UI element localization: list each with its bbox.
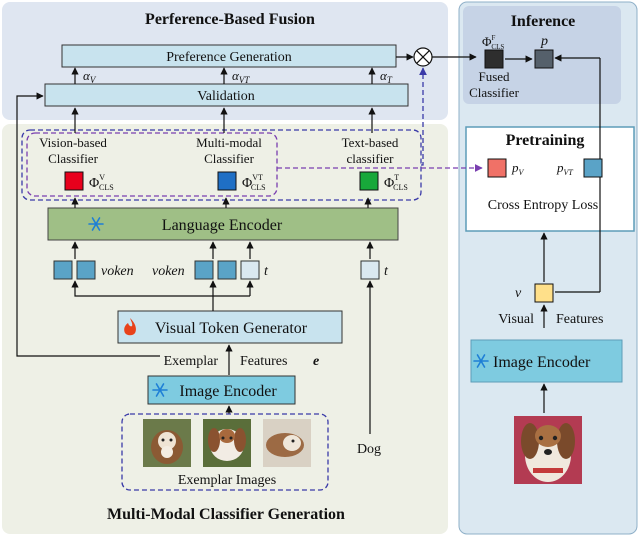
pretraining-box [465,126,635,232]
language-encoder-box [47,207,399,241]
left-image-encoder-box [147,375,296,405]
snowflake-icon [88,217,104,231]
p-vt-square [583,158,603,178]
voken-square-2a [194,260,214,280]
vision-classifier-square [64,171,84,191]
e-label: e [313,354,319,369]
text-classifier-label-1: Text-based [342,135,399,150]
alpha-vt-label: αVT [232,68,250,85]
t-label-2: t [384,264,389,279]
t-square-2 [360,260,380,280]
snowflake-icon [473,354,489,368]
text-classifier-square [359,171,379,191]
fusion-title: Perference-Based Fusion [145,11,315,28]
left-image-encoder-label: Image Encoder [179,383,277,400]
voken-label-2: voken [152,264,185,279]
text-classifier-label-2: classifier [347,151,395,166]
snowflake-icon [152,383,168,397]
inference-title: Inference [511,13,576,30]
p-vt-label: pVT [556,160,573,177]
vtg-to-voken1-arrow [71,280,213,297]
visual-token-generator-label: Visual Token Generator [155,320,308,337]
voken-label-1: voken [101,264,134,279]
multimodal-classifier-label-2: Classifier [204,151,254,166]
preference-generation-label: Preference Generation [166,50,292,65]
preference-generation-box [61,44,397,68]
vision-multimodal-group [26,132,278,197]
dog-label: Dog [357,442,381,457]
validation-box [44,83,409,107]
v-label: v [515,286,522,301]
validation-label: Validation [197,89,255,104]
exemplar-images-group [121,413,329,491]
exemplar-image-1 [143,419,191,467]
v-square [534,283,554,303]
exemplar-images-label: Exemplar Images [178,473,276,488]
voken-square-2b [217,260,237,280]
exemplar-image-2 [203,419,251,467]
generation-title: Multi-Modal Classifier Generation [107,506,345,523]
classifiers-group [21,129,422,201]
p-v-square [487,158,507,178]
pretraining-dog-image [514,416,582,484]
fused-classifier-square [484,49,504,69]
right-image-encoder-box [470,339,623,383]
alpha-v-label: αV [83,68,97,85]
fused-classifier-label-1: Fused [478,69,510,84]
t-square-1 [240,260,260,280]
t-label-1: t [264,264,269,279]
language-encoder-label: Language Encoder [162,217,283,234]
vision-classifier-label-1: Vision-based [39,135,107,150]
right-image-encoder-label: Image Encoder [493,354,591,371]
cross-entropy-label: Cross Entropy Loss [488,198,598,213]
alpha-t-label: αT [380,68,393,85]
otimes-icon [413,47,433,67]
pretraining-features-label: Features [556,312,603,327]
pretraining-title: Pretraining [506,132,585,149]
features-label: Features [240,354,287,369]
p-label: p [540,34,548,49]
voken-square-1b [76,260,96,280]
p-v-label: pV [511,160,525,177]
exemplar-image-3 [263,419,311,467]
vision-classifier-label-2: Classifier [48,151,98,166]
classifiers-to-otimes-dashed [419,67,427,166]
voken-square-1a [53,260,73,280]
exemplar-label: Exemplar [164,354,219,369]
exemplar-to-validation-arrow [16,92,160,357]
fire-icon [124,318,136,336]
fused-classifier-label-2: Classifier [469,85,519,100]
multimodal-classifier-square [217,171,237,191]
p-square [534,49,554,69]
visual-token-generator-box [117,310,343,344]
pretraining-visual-label: Visual [498,312,534,327]
multimodal-classifier-label-1: Multi-modal [196,135,262,150]
